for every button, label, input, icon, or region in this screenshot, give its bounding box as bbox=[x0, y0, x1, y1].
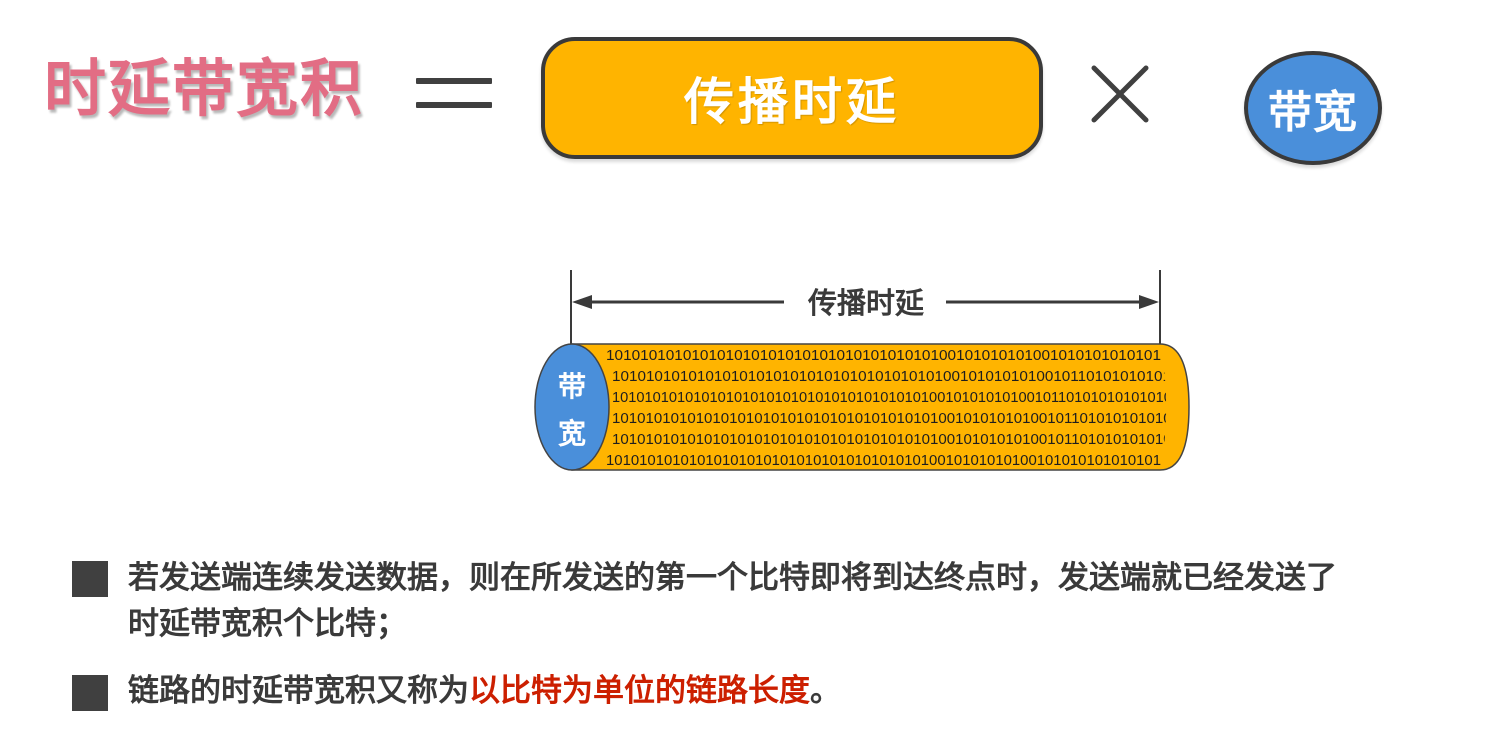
propagation-delay-label: 传播时延 bbox=[684, 73, 900, 131]
equals-bar-bottom bbox=[416, 102, 492, 108]
bit-row-2: 1010101010101010101010101010101010101010… bbox=[612, 369, 1171, 385]
bandwidth-end-cap bbox=[534, 343, 610, 471]
dimension-arrow-right bbox=[1139, 295, 1159, 309]
bandwidth-circle: 带宽 bbox=[1244, 51, 1382, 165]
end-cap-label-1: 带 bbox=[558, 370, 586, 403]
formula-lhs-title: 时延带宽积 bbox=[44, 52, 365, 125]
multiply-sign bbox=[1091, 65, 1149, 123]
bullet-2-text: 链路的时延带宽积又称为以比特为单位的链路长度。 bbox=[128, 668, 841, 714]
bit-row-5: 1010101010101010101010101010101010101010… bbox=[612, 432, 1180, 448]
link-pipe-diagram: 传播时延 10101010101010101010101010101010101… bbox=[534, 270, 1190, 471]
bullet-2-suffix: 。 bbox=[810, 673, 841, 709]
dimension-arrow-left bbox=[572, 295, 592, 309]
bullet-marker-1 bbox=[72, 561, 108, 597]
bullet-1-line-2: 时延带宽积个比特； bbox=[128, 606, 407, 642]
bullet-2-highlight: 以比特为单位的链路长度 bbox=[469, 673, 810, 709]
bandwidth-label: 带宽 bbox=[1268, 87, 1358, 138]
bit-row-6: 1010101010101010101010101010101010101010… bbox=[606, 453, 1161, 469]
bullet-1-line-1: 若发送端连续发送数据，则在所发送的第一个比特即将到达终点时，发送端就已经发送了 bbox=[128, 560, 1337, 596]
equals-sign bbox=[416, 78, 492, 108]
pipe-body bbox=[571, 343, 1190, 471]
bit-stream: 1010101010101010101010101010101010101010… bbox=[606, 348, 1180, 469]
bullet-marker-2 bbox=[72, 675, 108, 711]
bit-row-3: 1010101010101010101010101010101010101010… bbox=[612, 390, 1180, 406]
propagation-delay-box: 传播时延 bbox=[541, 37, 1043, 159]
equals-bar-top bbox=[416, 78, 492, 84]
end-cap-label-2: 宽 bbox=[558, 417, 586, 450]
bullet-2-prefix: 链路的时延带宽积又称为 bbox=[128, 673, 469, 709]
bit-row-1: 1010101010101010101010101010101010101010… bbox=[606, 348, 1161, 364]
bit-row-4: 1010101010101010101010101010101010101010… bbox=[612, 411, 1180, 427]
propagation-delay-span-label: 传播时延 bbox=[807, 286, 925, 320]
